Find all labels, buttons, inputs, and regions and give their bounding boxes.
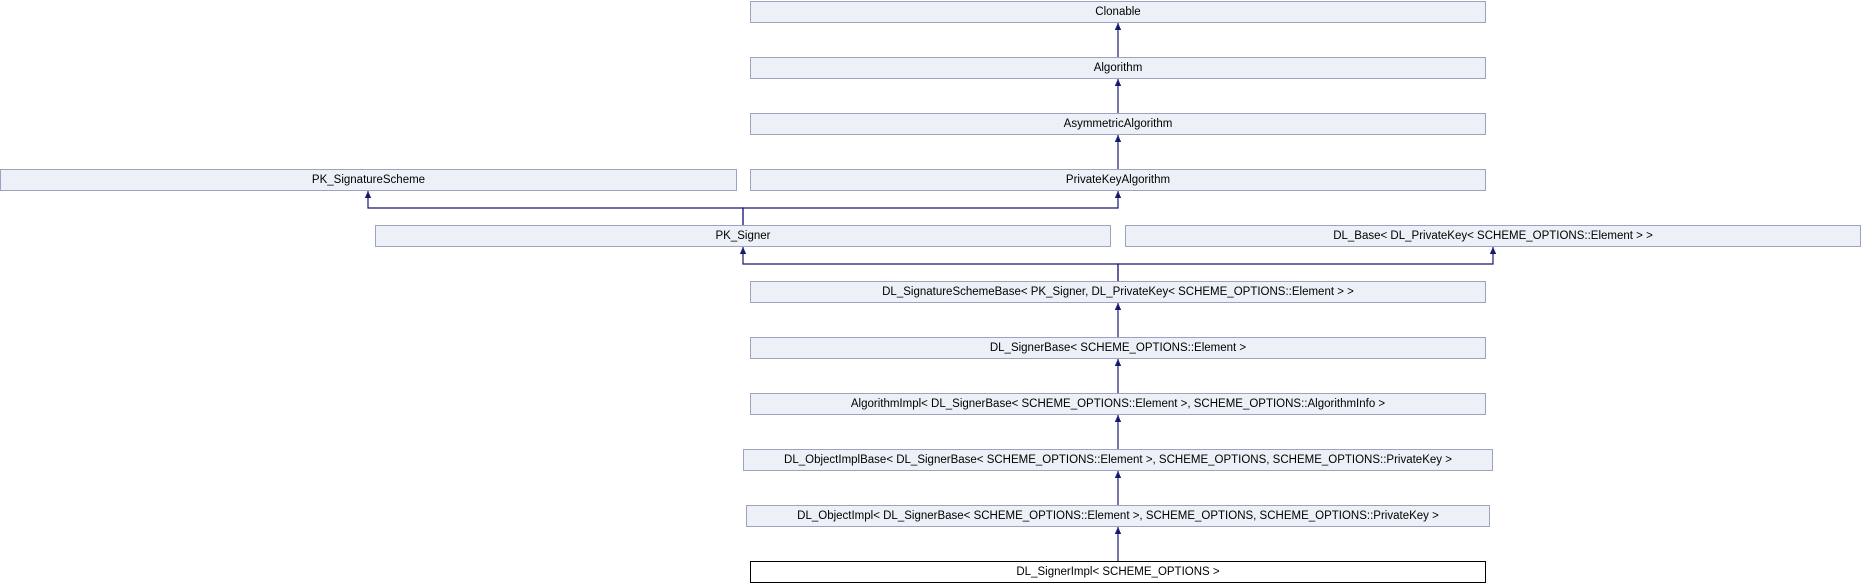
arrowhead-icon [1114, 303, 1122, 310]
arrowhead-icon [1114, 471, 1122, 478]
class-node-label: DL_SignerBase< SCHEME_OPTIONS::Element > [989, 342, 1247, 354]
class-node-label: DL_ObjectImpl< DL_SignerBase< SCHEME_OPT… [797, 510, 1439, 522]
class-node-dl-object-impl[interactable]: DL_ObjectImpl< DL_SignerBase< SCHEME_OPT… [746, 505, 1490, 527]
class-node-label: AsymmetricAlgorithm [1063, 118, 1173, 130]
inheritance-edge [742, 191, 1119, 225]
inheritance-edge [367, 191, 744, 225]
class-node-label: DL_ObjectImplBase< DL_SignerBase< SCHEME… [784, 454, 1452, 466]
class-node-label: DL_Base< DL_PrivateKey< SCHEME_OPTIONS::… [1333, 230, 1653, 242]
arrowhead-icon [1114, 191, 1122, 198]
arrowhead-icon [1114, 359, 1122, 366]
inheritance-edge [742, 247, 1119, 281]
class-node-label: Algorithm [1093, 62, 1143, 74]
class-node-label: DL_SignatureSchemeBase< PK_Signer, DL_Pr… [882, 286, 1354, 298]
class-node-pk-signer[interactable]: PK_Signer [375, 225, 1111, 247]
class-node-pk-signature-scheme[interactable]: PK_SignatureScheme [0, 169, 737, 191]
class-node-label: DL_SignerImpl< SCHEME_OPTIONS > [1016, 566, 1220, 578]
class-node-algorithm[interactable]: Algorithm [750, 57, 1486, 79]
arrowhead-icon [1114, 79, 1122, 86]
class-node-asymmetric-algorithm[interactable]: AsymmetricAlgorithm [750, 113, 1486, 135]
class-node-label: PrivateKeyAlgorithm [1065, 174, 1171, 186]
arrowhead-icon [1114, 527, 1122, 534]
class-node-dl-base[interactable]: DL_Base< DL_PrivateKey< SCHEME_OPTIONS::… [1125, 225, 1861, 247]
class-node-algorithm-impl[interactable]: AlgorithmImpl< DL_SignerBase< SCHEME_OPT… [750, 393, 1486, 415]
inheritance-edge [1117, 247, 1494, 281]
arrowhead-icon [739, 247, 747, 254]
class-node-dl-signer-impl: DL_SignerImpl< SCHEME_OPTIONS > [750, 561, 1486, 583]
arrowhead-icon [1114, 415, 1122, 422]
class-node-dl-object-impl-base[interactable]: DL_ObjectImplBase< DL_SignerBase< SCHEME… [743, 449, 1493, 471]
class-node-label: AlgorithmImpl< DL_SignerBase< SCHEME_OPT… [850, 398, 1386, 410]
arrowhead-icon [1114, 135, 1122, 142]
arrowhead-icon [1489, 247, 1497, 254]
class-node-label: Clonable [1095, 6, 1141, 18]
class-node-private-key-algorithm[interactable]: PrivateKeyAlgorithm [750, 169, 1486, 191]
class-node-label: PK_SignatureScheme [311, 174, 426, 186]
class-node-dl-signer-base[interactable]: DL_SignerBase< SCHEME_OPTIONS::Element > [750, 337, 1486, 359]
class-node-clonable[interactable]: Clonable [750, 1, 1486, 23]
class-node-label: PK_Signer [715, 230, 771, 242]
arrowhead-icon [1114, 23, 1122, 30]
class-node-dl-signature-scheme-base[interactable]: DL_SignatureSchemeBase< PK_Signer, DL_Pr… [750, 281, 1486, 303]
arrowhead-icon [364, 191, 372, 198]
